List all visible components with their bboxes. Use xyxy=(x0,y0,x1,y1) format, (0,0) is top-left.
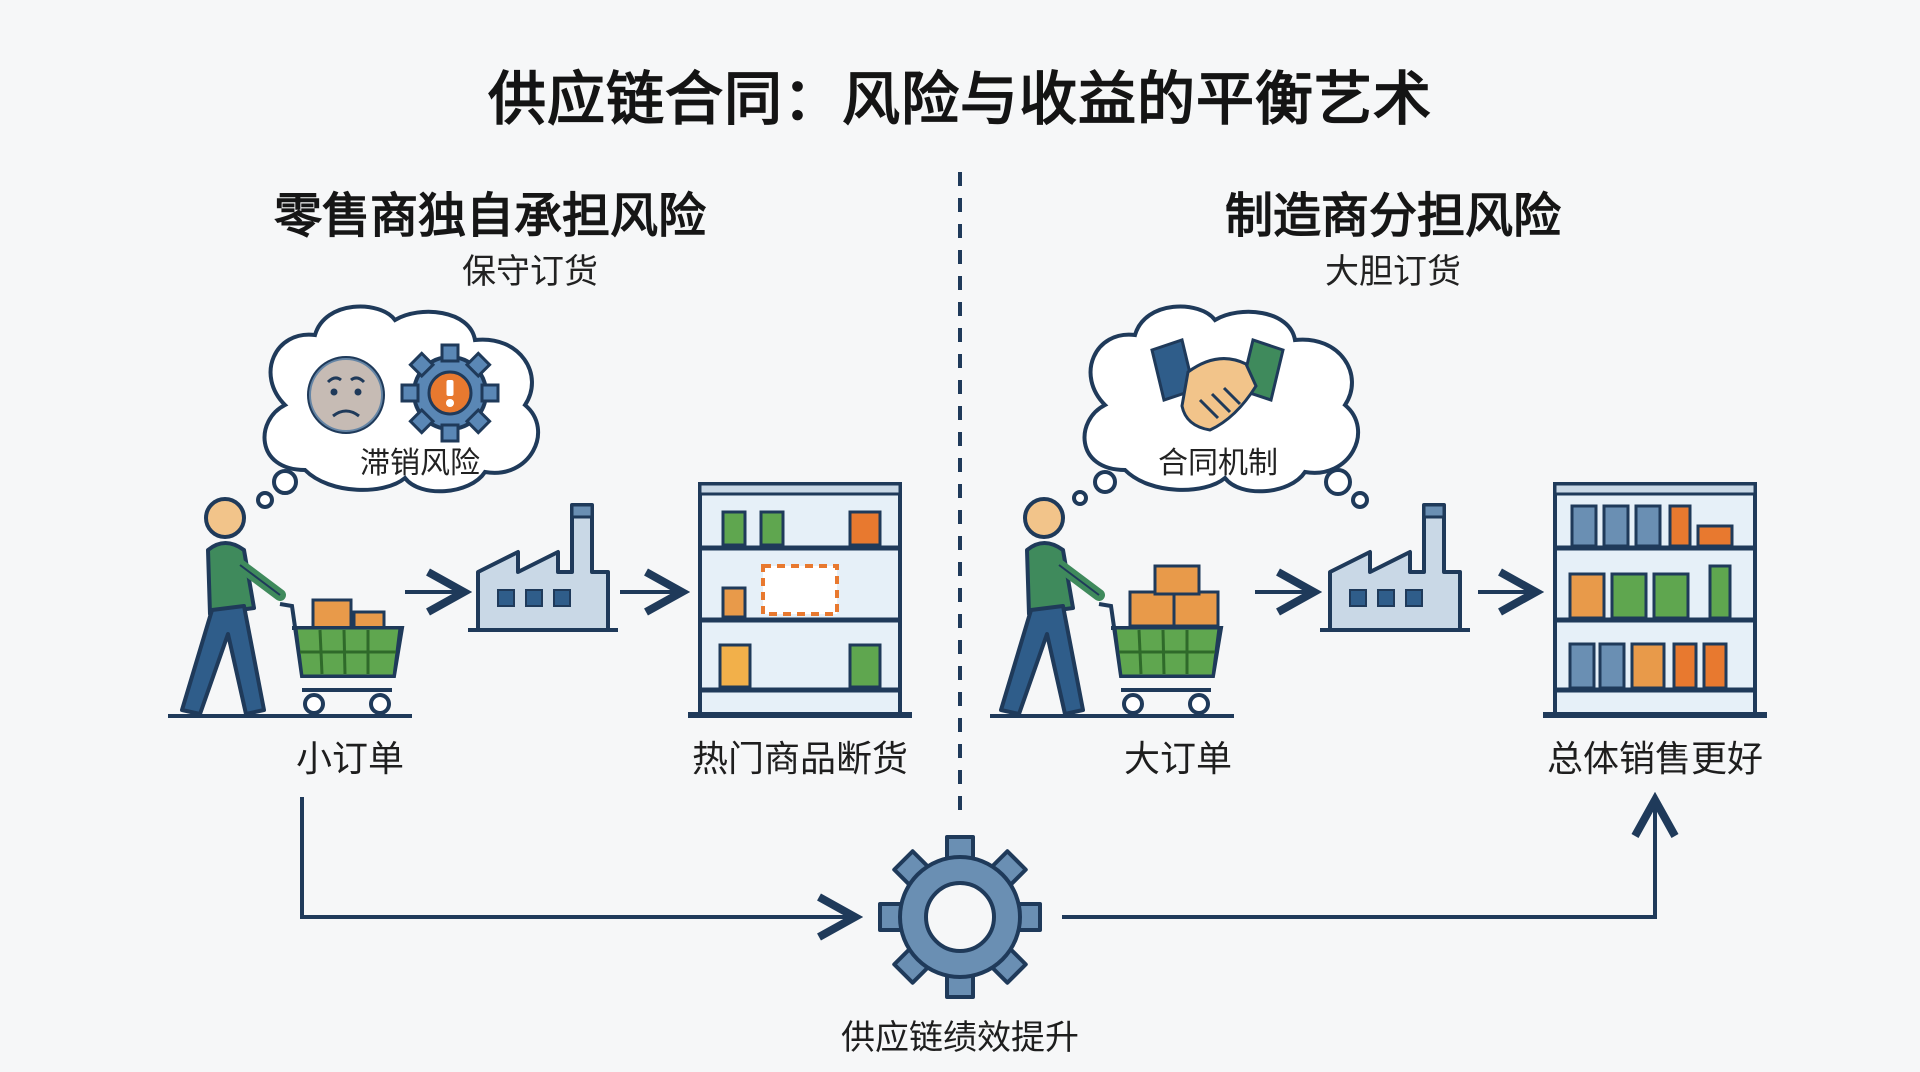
factory-icon xyxy=(1320,503,1470,632)
gear-icon xyxy=(878,835,1042,999)
left-shelf-label: 热门商品断货 xyxy=(691,739,908,780)
factory-icon xyxy=(468,503,618,632)
right-thought-label: 合同机制 xyxy=(1158,446,1278,481)
left-heading: 零售商独自承担风险 xyxy=(273,188,706,244)
page-title: 供应链合同：风险与收益的平衡艺术 xyxy=(487,65,1432,133)
warning-gear-icon xyxy=(400,343,500,443)
left-thought-label: 滞销风险 xyxy=(360,446,480,481)
store-shelf-icon xyxy=(1543,482,1767,718)
store-shelf-icon xyxy=(688,482,912,718)
right-return-line xyxy=(1062,800,1655,919)
worried-face-icon xyxy=(307,356,385,434)
bottom-label: 供应链绩效提升 xyxy=(841,1018,1079,1058)
left-subheading: 保守订货 xyxy=(462,252,598,292)
shopping-cart-icon xyxy=(1098,564,1224,715)
right-shelf-label: 总体销售更好 xyxy=(1546,739,1763,780)
handshake-icon xyxy=(1150,338,1285,432)
right-subheading: 大胆订货 xyxy=(1325,252,1461,292)
left-return-line xyxy=(300,797,855,917)
shopper-icon xyxy=(999,497,1105,716)
left-order-label: 小订单 xyxy=(295,739,404,780)
shopper-icon xyxy=(180,497,286,716)
right-heading: 制造商分担风险 xyxy=(1224,188,1561,244)
shopping-cart-icon xyxy=(279,598,405,715)
right-order-label: 大订单 xyxy=(1123,739,1232,780)
